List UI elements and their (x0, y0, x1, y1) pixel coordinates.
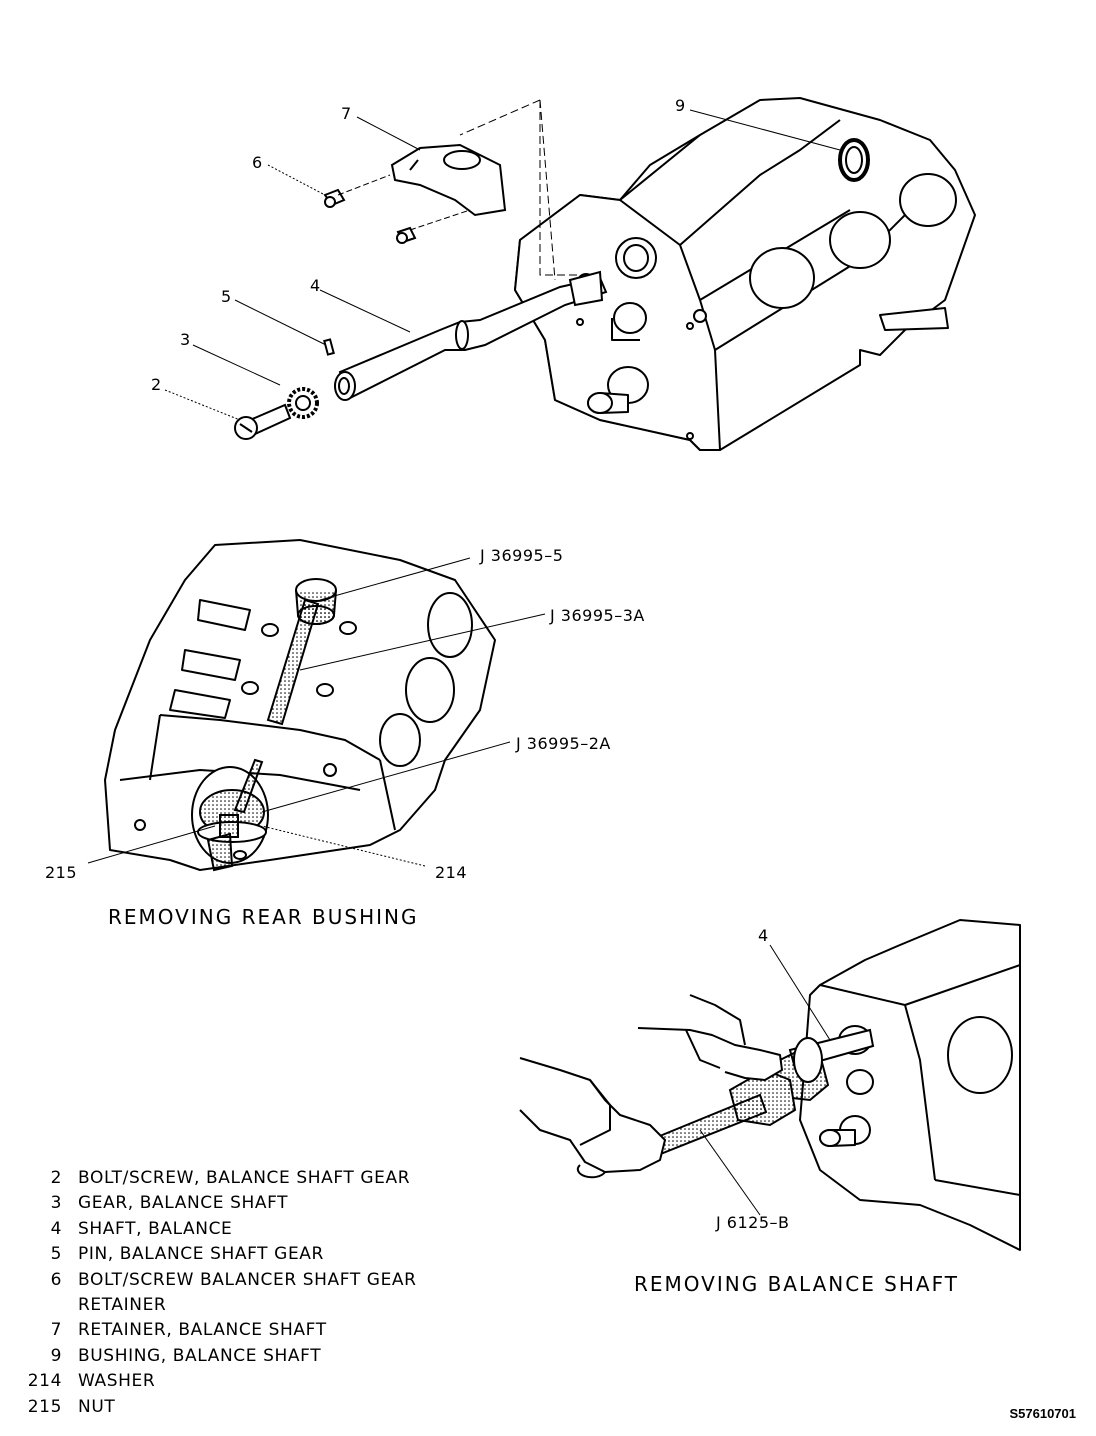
callout-tool-j6125-b: J 6125–B (716, 1213, 790, 1232)
callout-shaft-4: 4 (758, 926, 769, 945)
callout-4: 4 (310, 276, 321, 295)
callout-214: 214 (435, 863, 468, 882)
callout-tool-j36995-2a: J 36995–2A (516, 734, 611, 753)
shaft-retainer (390, 143, 507, 217)
callout-tool-j36995-3a: J 36995–3A (550, 606, 645, 625)
top-leader-lines (164, 99, 841, 421)
shaft-leader-lines (699, 944, 831, 1216)
legend-item-continuation: RETAINER (78, 1294, 167, 1315)
callout-3: 3 (180, 330, 191, 349)
callout-6: 6 (252, 153, 263, 172)
balance-shaft (334, 270, 608, 401)
rear-leader-lines (87, 557, 546, 867)
caption-removing-rear-bushing: REMOVING REAR BUSHING (108, 905, 419, 929)
balance-shaft-gear (287, 387, 319, 419)
tool-receiver-washer-nut (197, 789, 267, 872)
gear-bolt (234, 403, 292, 440)
callout-9: 9 (675, 96, 686, 115)
callout-7: 7 (341, 104, 352, 123)
retainer-bolts (323, 188, 417, 244)
engine-block-front-view (799, 919, 1021, 1251)
callout-5: 5 (221, 287, 232, 306)
callout-tool-j36995-5: J 36995–5 (480, 546, 564, 565)
figure-id: S57610701 (1009, 1406, 1076, 1421)
caption-removing-balance-shaft: REMOVING BALANCE SHAFT (634, 1272, 959, 1296)
gear-pin (323, 338, 335, 356)
callout-215: 215 (45, 863, 78, 882)
technician-hands (519, 994, 783, 1179)
callout-2: 2 (151, 375, 162, 394)
tool-puller-cup (295, 578, 337, 625)
engine-block-exploded-view (514, 97, 976, 451)
